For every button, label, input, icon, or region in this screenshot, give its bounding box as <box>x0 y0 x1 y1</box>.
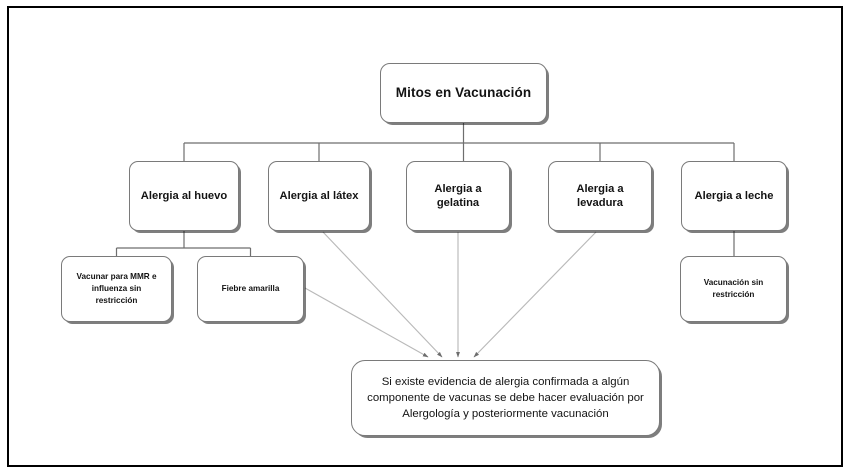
edge-latex-to-nota <box>322 231 443 358</box>
node-alergia-al-latex[interactable]: Alergia al látex <box>268 161 370 231</box>
node-alergia-a-leche[interactable]: Alergia a leche <box>681 161 787 231</box>
node-vacunacion-sin-restriccion[interactable]: Vacunación sin restricción <box>680 256 787 322</box>
node-nota-label: Si existe evidencia de alergia confirmad… <box>367 375 644 421</box>
node-alergia-al-huevo[interactable]: Alergia al huevo <box>129 161 239 231</box>
node-gelatina-label: Alergia a gelatina <box>434 183 482 209</box>
node-root-label: Mitos en Vacunación <box>395 84 532 100</box>
node-mmr-label: Vacunar para MMR e influenza sin restric… <box>76 272 157 305</box>
node-alergia-a-gelatina[interactable]: Alergia a gelatina <box>406 161 510 231</box>
node-levadura-label: Alergia a levadura <box>576 183 624 209</box>
node-vacunar-mmr-influenza[interactable]: Vacunar para MMR e influenza sin restric… <box>61 256 172 322</box>
edge-fiebre-to-nota <box>304 287 429 358</box>
node-huevo-label: Alergia al huevo <box>140 190 228 202</box>
node-fiebre-amarilla[interactable]: Fiebre amarilla <box>197 256 304 322</box>
edge-levadura-to-nota <box>473 231 597 358</box>
node-leche-label: Alergia a leche <box>694 190 774 202</box>
node-alergia-a-levadura[interactable]: Alergia a levadura <box>548 161 652 231</box>
node-vacsinres-label: Vacunación sin restricción <box>703 278 764 299</box>
node-latex-label: Alergia al látex <box>279 190 359 202</box>
node-mitos-en-vacunacion[interactable]: Mitos en Vacunación <box>380 63 547 123</box>
node-fiebre-label: Fiebre amarilla <box>221 284 280 294</box>
node-nota-evidencia-alergia[interactable]: Si existe evidencia de alergia confirmad… <box>351 360 660 436</box>
